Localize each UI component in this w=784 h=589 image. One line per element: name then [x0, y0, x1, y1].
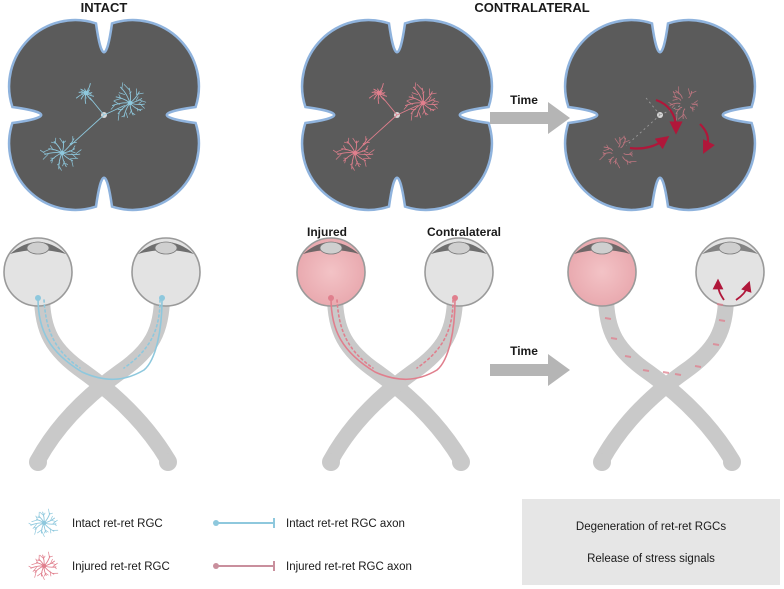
signal-line-1: Degeneration of ret-ret RGCs: [576, 521, 726, 533]
legend: Intact ret-ret RGC Injured ret-ret RGC I…: [28, 508, 412, 581]
legend-intact-axon-icon: [213, 518, 275, 528]
time-arrow-bottom: Time: [490, 344, 570, 386]
legend-injured-axon-label: Injured ret-ret RGC axon: [286, 561, 412, 573]
header-contralateral: CONTRALATERAL: [474, 0, 589, 15]
time-label-bottom: Time: [510, 344, 538, 358]
legend-intact-axon-label: Intact ret-ret RGC axon: [286, 518, 405, 530]
stress-signal-arrows-eye: [712, 278, 752, 301]
optic-chiasm-degenerating: [567, 237, 765, 471]
time-label-top: Time: [510, 93, 538, 107]
retina-flatmount-intact: [7, 18, 201, 212]
signal-line-2: Release of stress signals: [587, 553, 715, 565]
legend-injured-rgc-icon: [28, 551, 59, 581]
retina-flatmount-degenerating: [563, 18, 757, 212]
label-contralateral: Contralateral: [427, 225, 501, 239]
label-injured: Injured: [307, 225, 347, 239]
legend-intact-rgc-icon: [28, 508, 59, 538]
optic-chiasm-intact: [3, 237, 201, 471]
legend-intact-rgc-label: Intact ret-ret RGC: [72, 518, 163, 530]
legend-injured-axon-icon: [213, 561, 275, 571]
stress-signal-box: Degeneration of ret-ret RGCs Release of …: [522, 499, 780, 585]
header-intact: INTACT: [81, 0, 128, 15]
time-arrow-top: Time: [490, 93, 570, 134]
stress-signal-arrows-retina: [629, 98, 715, 154]
legend-injured-rgc-label: Injured ret-ret RGC: [72, 561, 170, 573]
optic-chiasm-injured: [296, 237, 494, 471]
retina-flatmount-injured: [300, 18, 494, 212]
